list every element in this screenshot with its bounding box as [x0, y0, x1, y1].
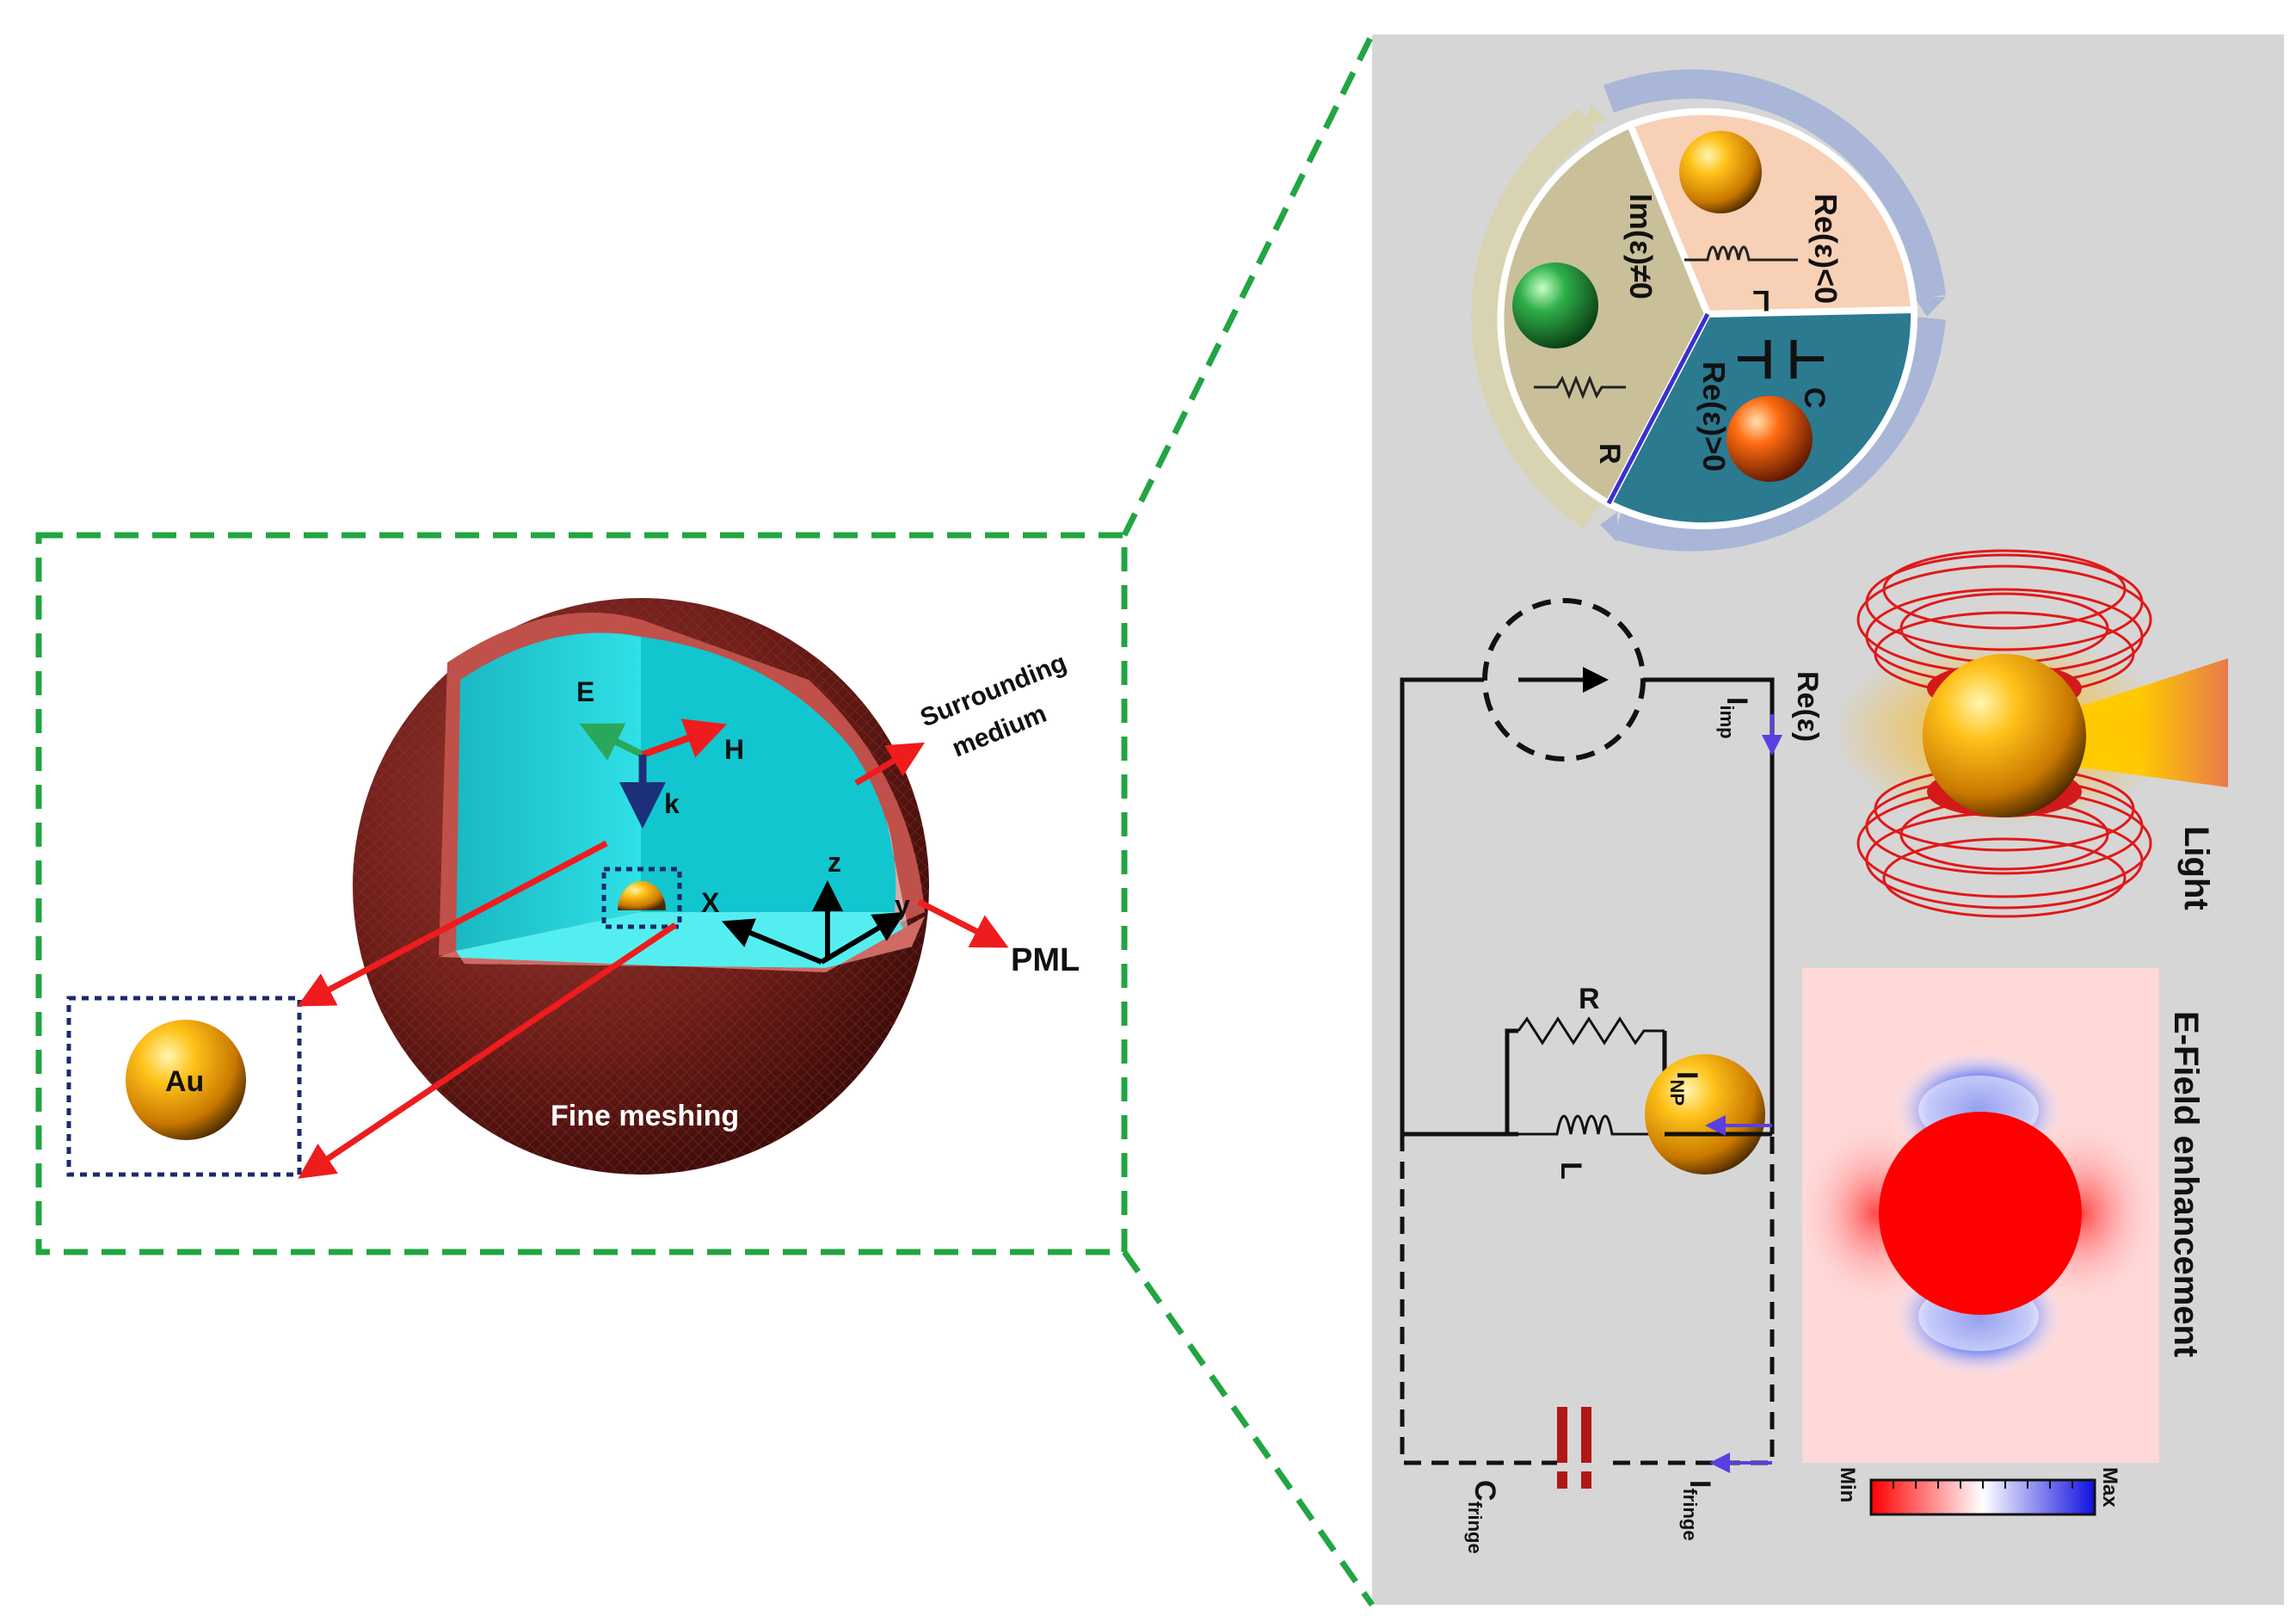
label-light: Light: [2177, 826, 2215, 910]
label-e: E: [576, 676, 594, 707]
circuit-nanoparticle: [1645, 1054, 1765, 1175]
wheel-orange-sphere: [1727, 396, 1813, 482]
label-re-negative: Re(ε)<0: [1808, 194, 1844, 304]
label-h: H: [724, 734, 744, 765]
zoom-line-top: [1121, 33, 1376, 537]
current-source: [1482, 598, 1646, 762]
label-c-wheel: C: [1798, 387, 1831, 409]
label-re-eps-circuit: Re(ε): [1791, 671, 1824, 742]
inset-arrow-top: [297, 840, 608, 1007]
label-au: Au: [165, 1065, 204, 1098]
colorbar-max: Max: [2098, 1467, 2121, 1508]
zoom-line-bottom: [1122, 1249, 1375, 1607]
y-axis: [820, 911, 906, 965]
surrounding-medium-dome: [641, 637, 896, 912]
label-l-circuit: L: [1554, 1162, 1587, 1180]
colorbar-min: Min: [1836, 1467, 1859, 1502]
pml-arrow: [917, 898, 1009, 948]
efield-title: E-Field enhancement: [2167, 1011, 2205, 1357]
nanoparticle-cut: [618, 881, 666, 910]
inductor: [1518, 1114, 1665, 1136]
resistor: [1517, 1016, 1665, 1045]
label-r-circuit: R: [1579, 983, 1600, 1015]
wheel-gold-sphere: [1679, 131, 1762, 213]
zoom-box: [35, 532, 1128, 1255]
au-nanoparticle: [126, 1020, 246, 1140]
plasmon-illustration: Light: [1832, 549, 2228, 918]
label-i-fringe: Ifringe: [1679, 1480, 1716, 1541]
label-x: X: [701, 887, 720, 918]
label-c-fringe: Cfringe: [1464, 1480, 1501, 1554]
inset-arrow-bottom: [298, 922, 677, 1179]
label-fine-meshing: Fine meshing: [551, 1100, 739, 1132]
efield-particle: [1879, 1112, 2082, 1315]
label-pml: PML: [1011, 942, 1080, 978]
label-re-positive: Re(ε)>0: [1696, 361, 1732, 472]
x-axis: [721, 918, 823, 965]
surrounding-medium-wall: [456, 632, 641, 951]
surrounding-arrow: [854, 742, 926, 786]
label-z: z: [828, 847, 841, 878]
label-i-np: INP: [1666, 1071, 1703, 1106]
h-vector: [641, 718, 728, 758]
illuminated-nanoparticle: [1923, 654, 2086, 817]
label-y: y: [895, 890, 910, 921]
label-r-wheel: R: [1593, 443, 1626, 465]
label-l-wheel: L: [1752, 284, 1770, 317]
label-i-imp: Iimp: [1716, 697, 1753, 739]
efield-map: Min Max E-Field enhancement: [1798, 968, 2205, 1516]
wheel-green-sphere: [1512, 262, 1598, 348]
nanoparticle-zoom-box: [601, 867, 682, 929]
fringe-capacitor-top: [1557, 1407, 1567, 1489]
au-inset-box: [66, 996, 302, 1177]
label-im: Im(ε)≠0: [1623, 194, 1659, 299]
label-k: k: [664, 788, 680, 819]
fringe-capacitor-bottom: [1581, 1407, 1591, 1489]
e-vector: [579, 723, 644, 761]
equivalent-circuit: Iimp Re(ε) R L INP Ifringe Cfringe: [1400, 598, 1824, 1554]
permittivity-wheel: Re(ε)<0 L Im(ε)≠0 R Re(ε)>0 C: [1471, 69, 1946, 552]
